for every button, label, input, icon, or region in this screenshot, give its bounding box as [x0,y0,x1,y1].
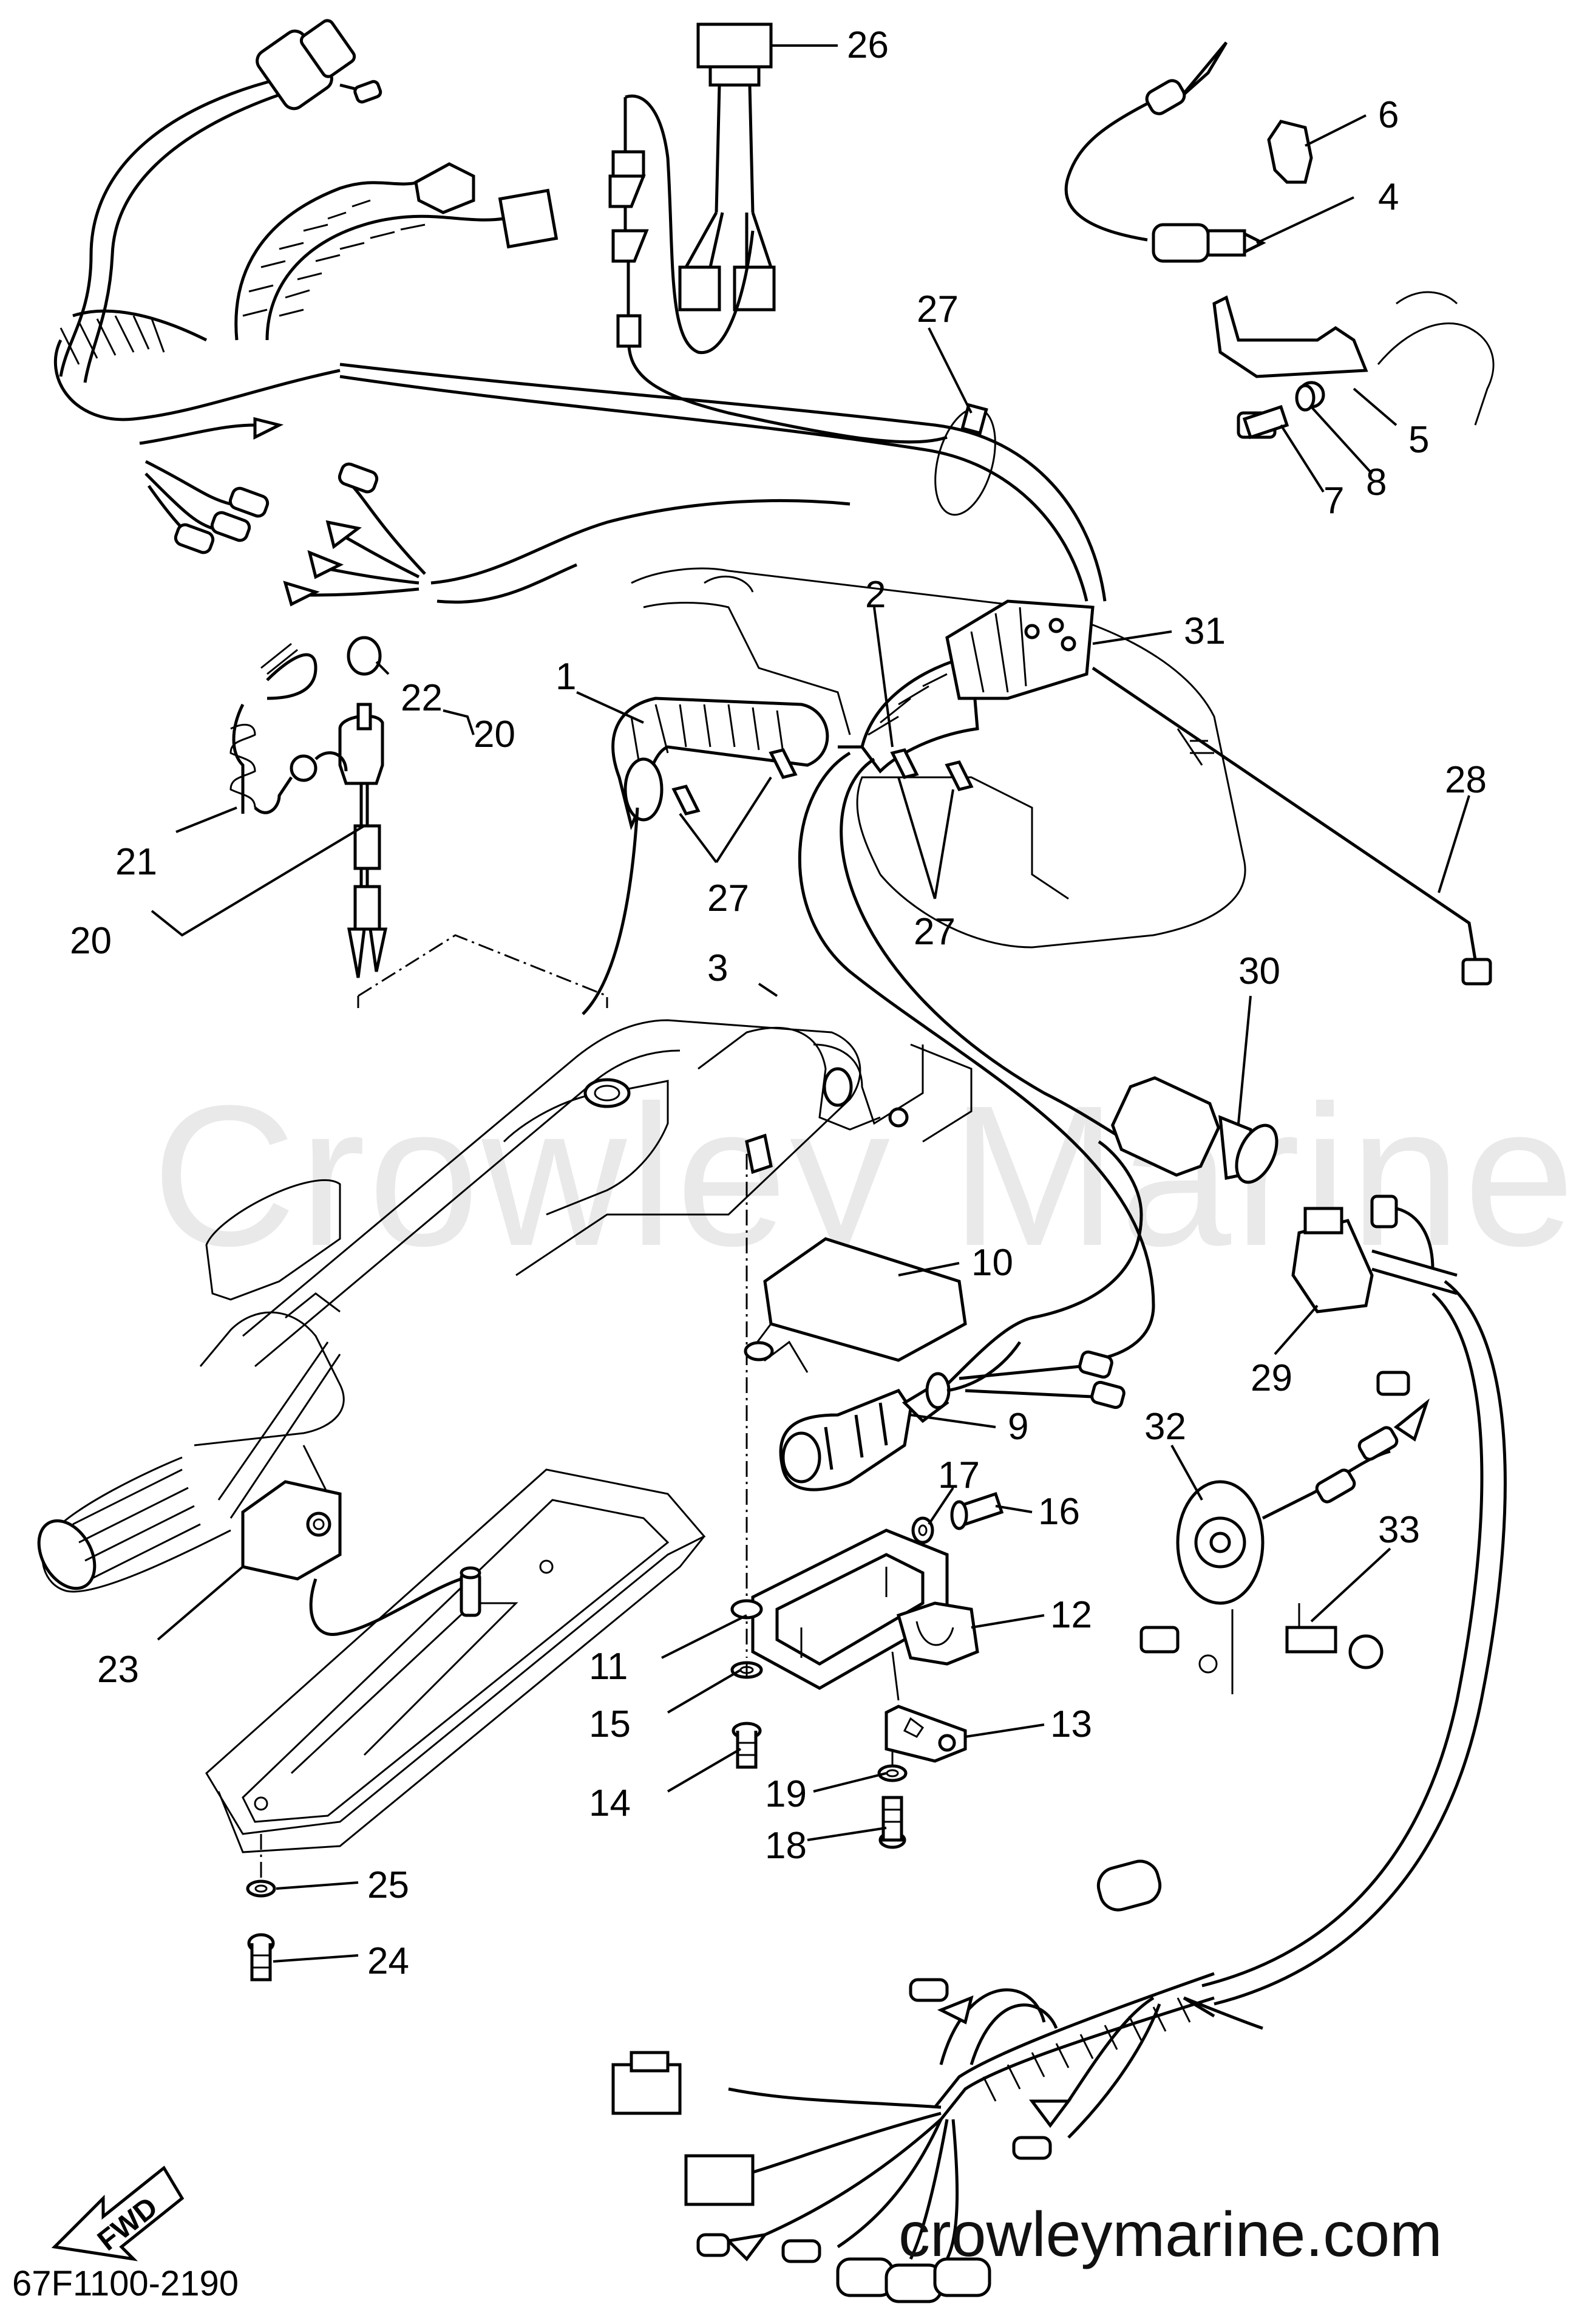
callout-4: 4 [1378,176,1399,218]
steering-handle [37,934,973,1658]
part-4-sensor-assembly [1064,41,1495,439]
part-32-buzzer [1176,1371,1430,1605]
part-12-clip [891,1601,979,1701]
fwd-arrow: FWD [51,2166,185,2261]
callout-10: 10 [971,1242,1013,1284]
callout-27-left: 27 [707,877,749,919]
callout-27-right: 27 [914,911,956,953]
callout-16: 16 [1038,1491,1080,1533]
callout-19: 19 [765,1773,807,1815]
part-30-connector [1111,1076,1278,1184]
small-fasteners [246,384,1316,1982]
callout-17: 17 [938,1454,980,1496]
callout-23: 23 [97,1649,139,1691]
callout-32: 32 [1144,1406,1186,1448]
callout-3: 3 [707,947,728,989]
site-url: crowleymarine.com [898,2200,1442,2270]
callout-18: 18 [765,1825,807,1867]
callout-5: 5 [1408,419,1429,461]
callout-6: 6 [1378,94,1399,136]
callout-21: 21 [115,841,157,883]
part-28-lead [1092,666,1492,986]
callout-labels: 1 2 3 4 5 6 7 8 9 10 11 12 13 14 15 16 1… [70,24,1487,1982]
callout-2: 2 [865,574,886,616]
drawing-code: 67F1100-2190 [12,2264,239,2303]
callout-20-upper: 20 [474,714,515,755]
callout-1: 1 [555,656,576,698]
callout-11: 11 [589,1646,628,1688]
part-21-lanyard [229,642,348,814]
callout-leaders [151,44,1470,1963]
part-33-bracket [1139,1603,1384,1694]
part-23-switch [241,1480,462,1636]
callout-14: 14 [589,1782,631,1824]
callout-7: 7 [1323,480,1344,522]
callout-26: 26 [847,24,889,66]
center-housing [631,567,1246,949]
callout-28: 28 [1445,759,1487,801]
callout-30: 30 [1238,950,1280,992]
part-1-grommet [611,697,829,831]
part-29-connector [1201,1194,1507,2006]
callout-25: 25 [367,1864,409,1906]
callout-12: 12 [1050,1594,1092,1636]
callout-29: 29 [1251,1357,1292,1399]
callout-27-top: 27 [917,288,959,330]
callout-33: 33 [1378,1509,1420,1551]
bottom-plate [205,1468,706,1853]
lower-wire-harness [611,1859,1263,2303]
part-20-stop-switch [338,636,388,978]
callout-8: 8 [1366,462,1387,503]
part-31-grommet [945,599,1095,700]
part-13-bracket [885,1705,967,1763]
callout-15: 15 [589,1703,631,1745]
callout-24: 24 [367,1940,409,1982]
part-9-connector [779,1140,1143,1491]
part-27-ties [671,403,996,816]
callout-31: 31 [1184,610,1226,652]
callout-9: 9 [1008,1406,1028,1448]
upper-wire-harness [53,19,1107,607]
part-26-connector-harness [608,22,948,444]
callout-20-lower: 20 [70,920,112,962]
part-10-cover [744,1237,967,1373]
callout-22: 22 [401,677,443,719]
callout-13: 13 [1050,1703,1092,1745]
